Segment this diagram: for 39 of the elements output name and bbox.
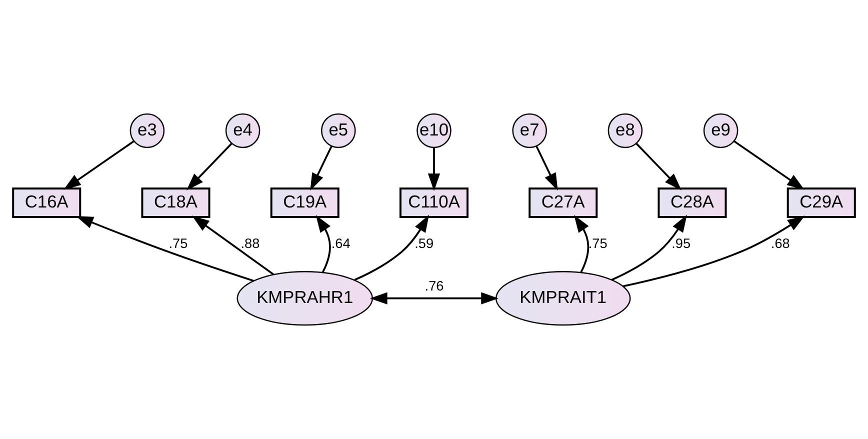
arrow [76,216,254,282]
edge-label: .95 [672,236,691,251]
arrow [574,214,590,273]
node-circle: e8 [608,113,643,148]
arrow [636,142,682,190]
arrow [536,146,558,191]
arrow [354,214,430,281]
edge-label: .88 [240,236,260,251]
arrow [64,140,134,190]
arrow [611,214,687,281]
node-box: C18A [141,187,210,218]
node-box: C110A [399,187,469,218]
arrow [428,148,440,191]
arrow [623,216,805,288]
arrow [316,214,331,273]
node-ellipse: KMPRAIT1 [495,271,631,326]
edge-label: .75 [168,236,188,251]
edge-label: .68 [770,236,790,251]
node-circle: e4 [225,113,260,148]
arrow [734,140,804,190]
node-circle: e3 [130,113,165,148]
edge-label: .64 [331,236,350,251]
node-box: C19A [270,187,340,218]
node-ellipse: KMPRAHR1 [236,271,374,326]
node-box: C16A [12,187,82,218]
node-circle: e9 [703,113,738,148]
arrow [192,216,274,276]
node-circle: e7 [512,113,547,148]
node-circle: e5 [321,113,356,148]
edge-label: .75 [588,236,608,251]
edge-label: .76 [424,278,444,294]
arrow [310,146,332,191]
node-box: C29A [786,187,856,218]
node-box: C28A [658,187,727,218]
node-box: C27A [528,187,598,218]
arrow [370,292,499,304]
edge-label: .59 [414,236,434,251]
arrow [186,142,232,190]
node-circle: e10 [416,113,452,148]
